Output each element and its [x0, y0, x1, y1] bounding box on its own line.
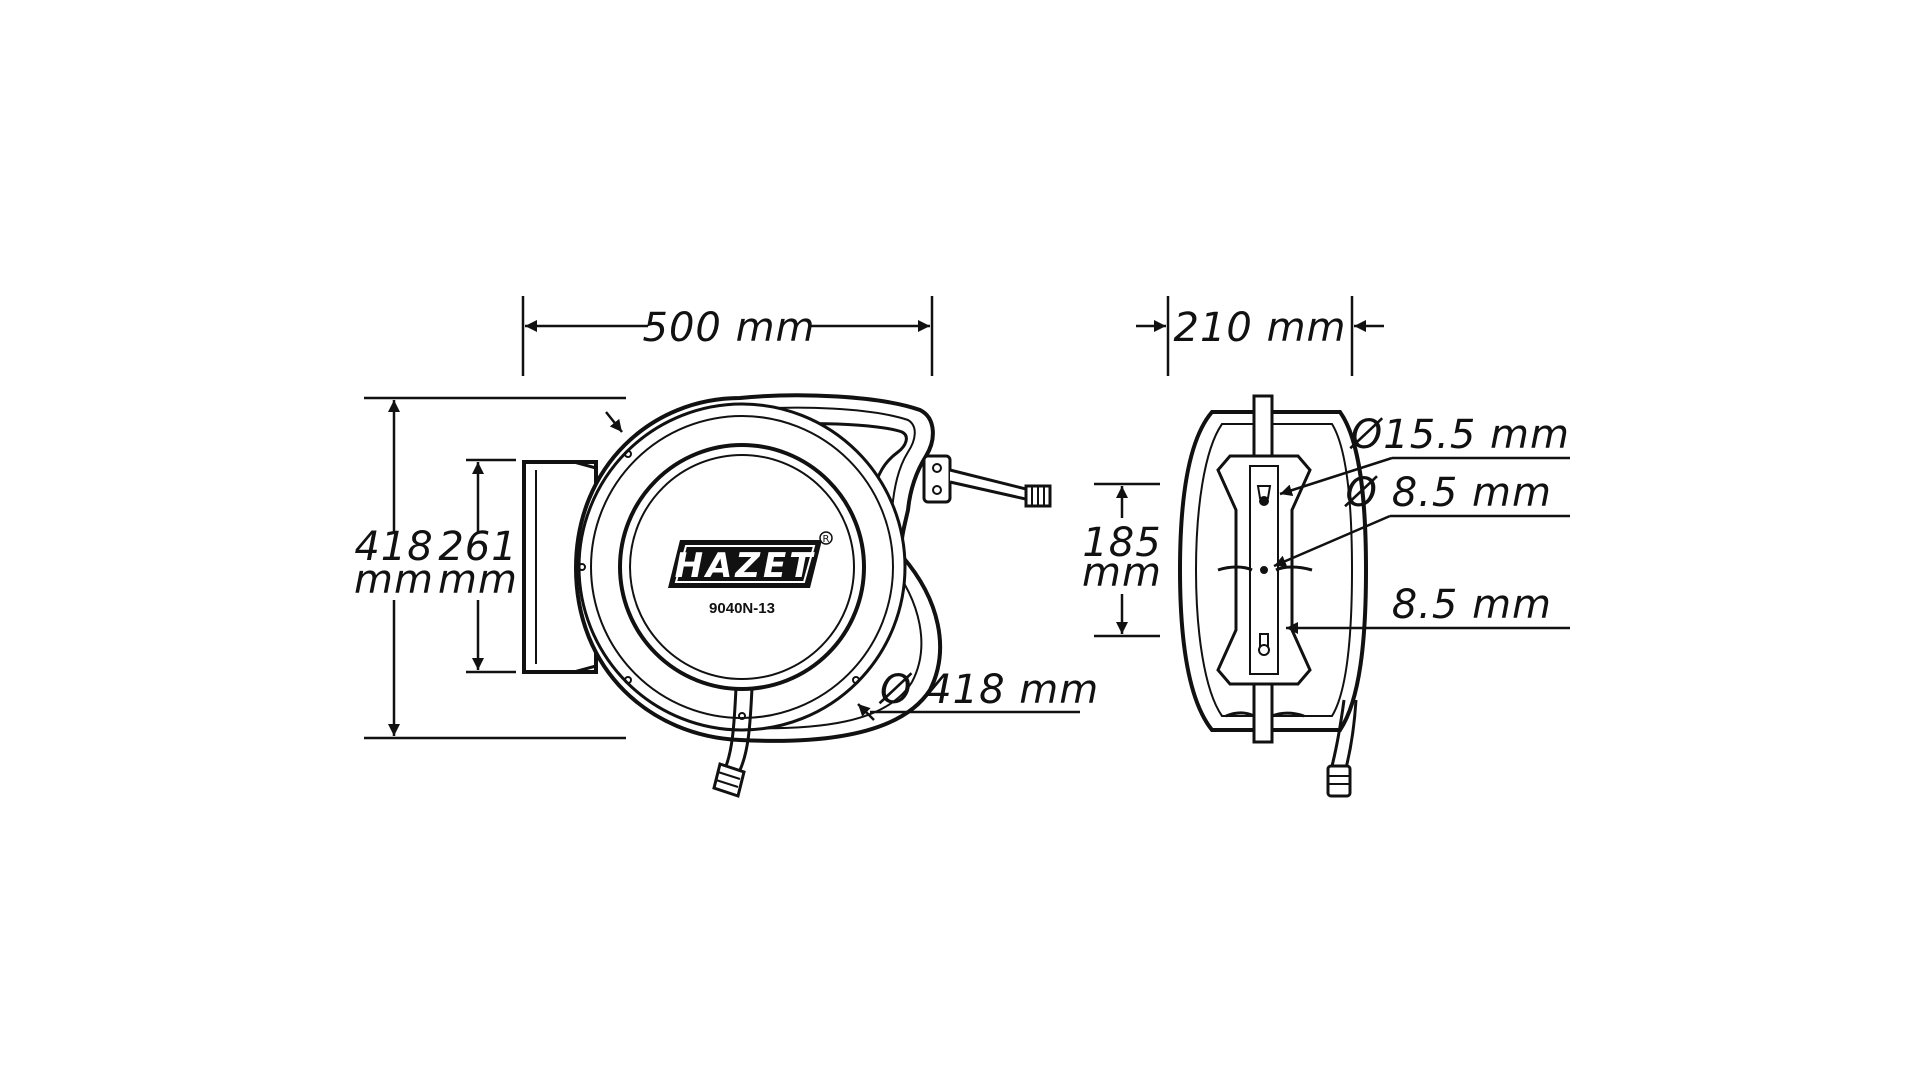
large-hole-diameter-label: Ø15.5 mm	[1349, 412, 1570, 458]
bracket-height-value: 261	[438, 524, 517, 570]
registered-mark: R	[823, 534, 830, 545]
model-number: 9040N-13	[709, 600, 775, 617]
small-hole-diameter-label: Ø 8.5 mm	[1344, 470, 1552, 516]
hazet-logo	[668, 531, 833, 588]
height-dimension-unit: mm	[354, 557, 434, 603]
side-notches	[1217, 565, 1313, 718]
diameter-dimension-label: Ø 418 mm	[878, 667, 1099, 713]
front-dimension-lines	[364, 296, 1080, 740]
hose-bottom	[712, 687, 754, 798]
hose-guide	[922, 454, 1052, 508]
slot-width-label: 8.5 mm	[1392, 582, 1552, 628]
hole-spacing-value: 185	[1082, 520, 1161, 566]
side-view	[1177, 394, 1369, 798]
brand-logo-text: HAZET	[675, 546, 816, 586]
hole-spacing-unit: mm	[1082, 550, 1162, 596]
bracket-height-unit: mm	[438, 557, 518, 603]
rivets	[578, 450, 860, 720]
side-dimension-lines	[1094, 296, 1570, 638]
front-view	[522, 393, 1052, 798]
width-dimension-label: 500 mm	[643, 305, 816, 351]
height-dimension-value: 418	[354, 524, 433, 570]
hose-side	[1326, 699, 1358, 798]
mounting-holes	[1256, 485, 1272, 656]
depth-dimension-label: 210 mm	[1174, 305, 1347, 351]
